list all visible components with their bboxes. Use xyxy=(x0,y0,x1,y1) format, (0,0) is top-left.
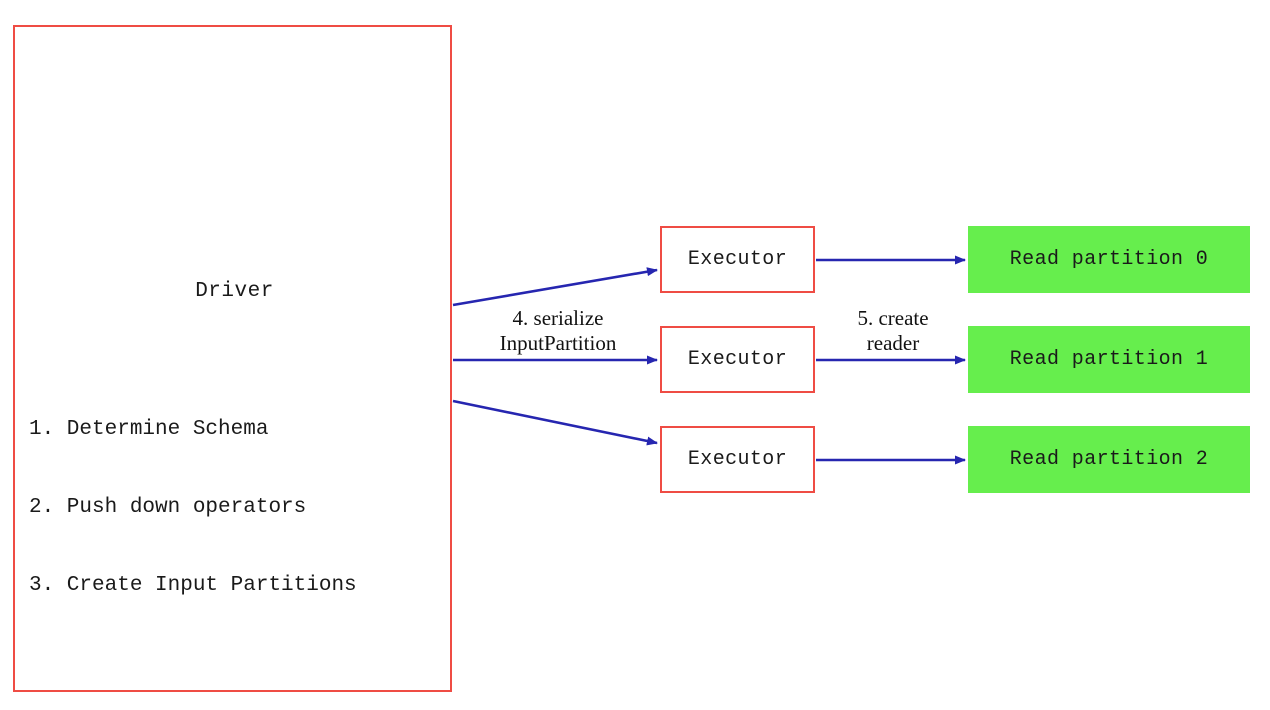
arrow-driver-to-executor-1 xyxy=(452,267,658,307)
driver-step-2: 2. Push down operators xyxy=(29,496,307,519)
edge-label-serialize: 4. serialize InputPartition xyxy=(458,306,658,356)
driver-box: Driver 1. Determine Schema 2. Push down … xyxy=(13,25,452,692)
edge-label-create-reader-line1: 5. create xyxy=(857,306,929,330)
arrow-driver-to-executor-3 xyxy=(452,399,658,446)
read-partition-box-2: Read partition 2 xyxy=(968,426,1250,493)
driver-title: Driver xyxy=(195,280,274,303)
driver-steps-list: 1. Determine Schema 2. Push down operato… xyxy=(29,365,357,651)
driver-step-3: 3. Create Input Partitions xyxy=(29,574,357,597)
edge-label-serialize-line2: InputPartition xyxy=(499,331,617,355)
edge-label-serialize-line1: 4. serialize xyxy=(512,306,604,330)
read-partition-box-0: Read partition 0 xyxy=(968,226,1250,293)
driver-step-1: 1. Determine Schema xyxy=(29,418,269,441)
executor-box-3: Executor xyxy=(660,426,815,493)
executor-box-1: Executor xyxy=(660,226,815,293)
edge-label-create-reader-line2: reader xyxy=(866,331,920,355)
executor-box-2: Executor xyxy=(660,326,815,393)
read-partition-box-1: Read partition 1 xyxy=(968,326,1250,393)
edge-label-create-reader: 5. create reader xyxy=(823,306,963,356)
